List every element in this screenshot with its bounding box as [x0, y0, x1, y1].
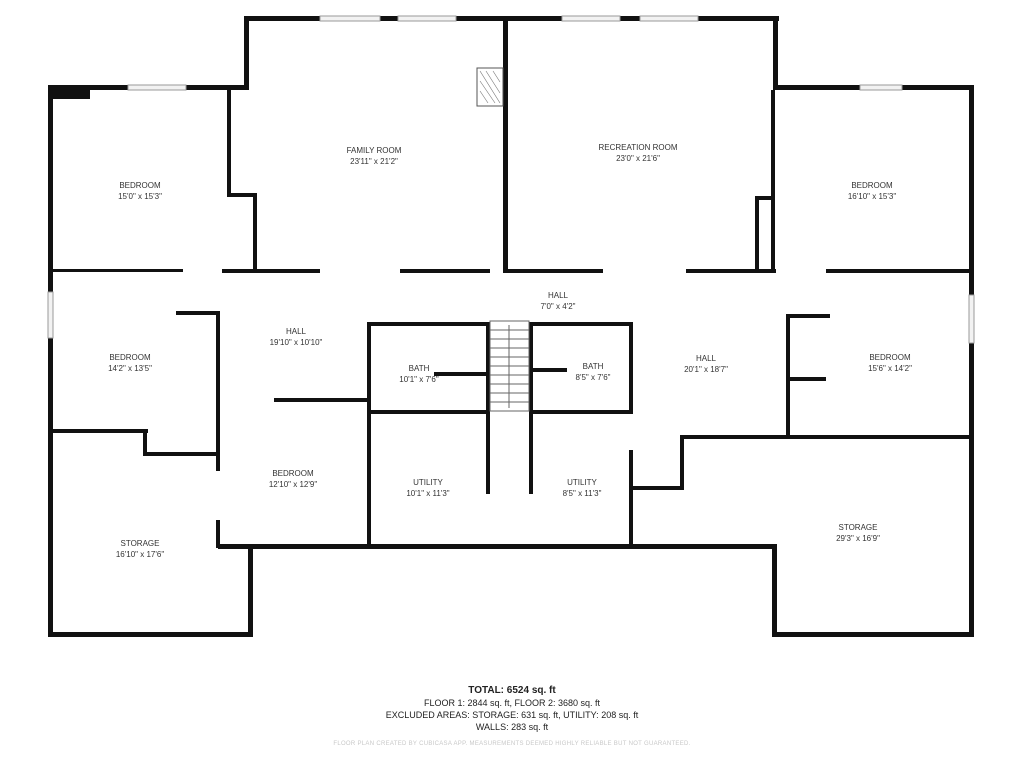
- interior-walls: [53, 21, 969, 548]
- floor-areas: FLOOR 1: 2844 sq. ft, FLOOR 2: 3680 sq. …: [423, 698, 601, 708]
- excluded-areas: EXCLUDED AREAS: STORAGE: 631 sq. ft, UTI…: [385, 710, 639, 720]
- windows: [47, 15, 975, 344]
- stairs: [489, 320, 530, 412]
- walls-area: WALLS: 283 sq. ft: [475, 722, 549, 732]
- disclaimer: FLOOR PLAN CREATED BY CUBICASA APP. MEAS…: [333, 741, 691, 747]
- fireplace-icon: [476, 67, 504, 107]
- total-area: TOTAL: 6524 sq. ft: [468, 685, 556, 696]
